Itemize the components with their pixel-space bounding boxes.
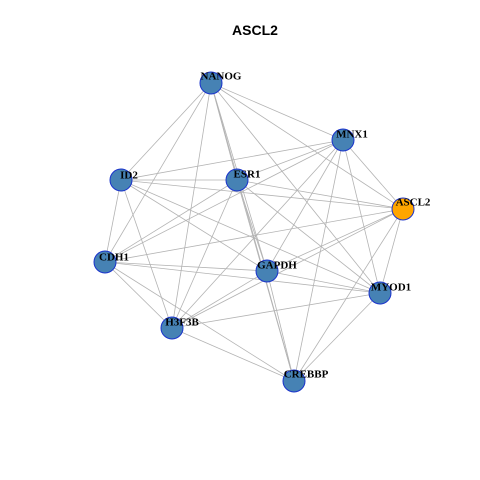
edge-cdh1-h3f3b bbox=[104, 261, 173, 329]
node-label-ascl2: ASCL2 bbox=[396, 197, 431, 209]
edge-esr1-ascl2 bbox=[236, 179, 404, 210]
edge-mnx1-crebbp bbox=[293, 139, 344, 382]
edge-ascl2-h3f3b bbox=[171, 208, 404, 329]
node-label-esr1: ESR1 bbox=[234, 169, 261, 181]
graph-title: ASCL2 bbox=[232, 22, 278, 38]
node-mnx1[interactable] bbox=[331, 128, 355, 152]
node-id2[interactable] bbox=[109, 168, 133, 192]
edge-nanog-h3f3b bbox=[171, 82, 212, 329]
edge-cdh1-gapdh bbox=[104, 261, 268, 272]
edge-nanog-ascl2 bbox=[210, 82, 404, 210]
edge-cdh1-crebbp bbox=[104, 261, 295, 382]
node-label-mnx1: MNX1 bbox=[336, 129, 368, 141]
edge-cdh1-myod1 bbox=[104, 261, 381, 294]
node-crebbp[interactable] bbox=[282, 369, 306, 393]
edge-id2-h3f3b bbox=[120, 179, 173, 329]
edge-myod1-h3f3b bbox=[171, 292, 381, 329]
edge-id2-cdh1 bbox=[104, 179, 122, 263]
edge-esr1-h3f3b bbox=[171, 179, 238, 329]
edge-nanog-myod1 bbox=[210, 82, 381, 294]
edge-mnx1-h3f3b bbox=[171, 139, 344, 329]
node-myod1[interactable] bbox=[368, 281, 392, 305]
node-label-cdh1: CDH1 bbox=[99, 252, 129, 264]
node-ascl2[interactable] bbox=[391, 197, 415, 221]
edge-nanog-mnx1 bbox=[210, 82, 344, 141]
edge-mnx1-esr1 bbox=[236, 139, 344, 181]
edge-esr1-cdh1 bbox=[104, 179, 238, 263]
edge-nanog-id2 bbox=[120, 82, 212, 181]
node-label-nanog: NANOG bbox=[201, 71, 242, 83]
edge-gapdh-crebbp bbox=[266, 270, 295, 382]
node-layer bbox=[93, 71, 415, 393]
edge-layer bbox=[104, 82, 404, 382]
node-label-myod1: MYOD1 bbox=[371, 282, 411, 294]
edge-h3f3b-crebbp bbox=[171, 327, 295, 382]
edge-gapdh-h3f3b bbox=[171, 270, 268, 329]
edge-mnx1-cdh1 bbox=[104, 139, 344, 263]
edge-id2-ascl2 bbox=[120, 179, 404, 210]
node-label-crebbp: CREBBP bbox=[284, 369, 329, 381]
node-h3f3b[interactable] bbox=[160, 316, 184, 340]
edge-id2-gapdh bbox=[120, 179, 268, 272]
node-gapdh[interactable] bbox=[255, 259, 279, 283]
edge-myod1-crebbp bbox=[293, 292, 381, 382]
edge-esr1-gapdh bbox=[236, 179, 268, 272]
edge-mnx1-id2 bbox=[120, 139, 344, 181]
edge-ascl2-myod1 bbox=[379, 208, 404, 294]
node-cdh1[interactable] bbox=[93, 250, 117, 274]
node-esr1[interactable] bbox=[225, 168, 249, 192]
node-label-gapdh: GAPDH bbox=[257, 260, 297, 272]
edge-nanog-cdh1 bbox=[104, 82, 212, 263]
edge-esr1-myod1 bbox=[236, 179, 381, 294]
edge-ascl2-gapdh bbox=[266, 208, 404, 272]
node-label-id2: ID2 bbox=[120, 170, 138, 182]
node-nanog[interactable] bbox=[199, 71, 223, 95]
edge-ascl2-crebbp bbox=[293, 208, 404, 382]
node-label-h3f3b: H3F3B bbox=[165, 317, 199, 329]
edge-gapdh-myod1 bbox=[266, 270, 381, 294]
edge-ascl2-cdh1 bbox=[104, 208, 404, 263]
edge-mnx1-ascl2 bbox=[342, 139, 404, 210]
